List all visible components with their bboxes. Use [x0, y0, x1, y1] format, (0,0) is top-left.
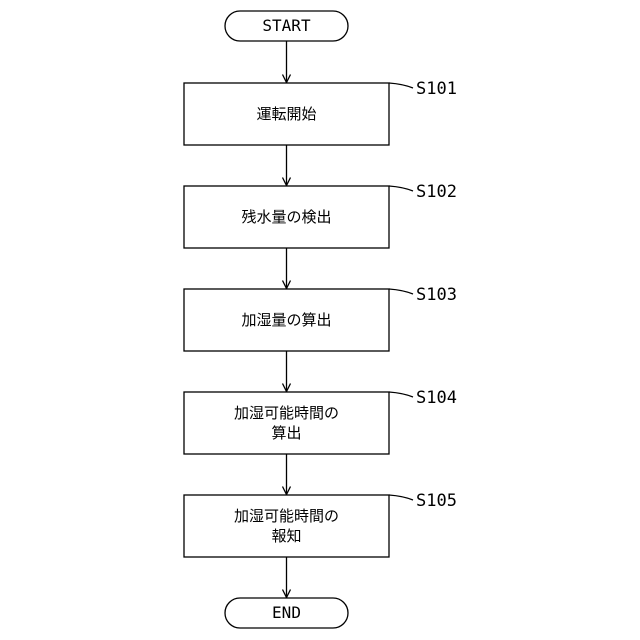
process-step-s102: 残水量の検出 S102 — [184, 182, 457, 248]
step-id-leader — [389, 495, 413, 500]
end-terminal: END — [225, 598, 348, 628]
step-id-leader — [389, 83, 413, 88]
process-text-line: 加湿可能時間の — [234, 404, 339, 422]
process-text-line: 残水量の検出 — [241, 208, 331, 226]
step-id-label: S105 — [416, 491, 457, 511]
step-id-label: S104 — [416, 388, 457, 408]
process-text-line: 加湿量の算出 — [241, 311, 331, 329]
process-text-line: 加湿可能時間の — [234, 507, 339, 525]
step-id-label: S103 — [416, 285, 457, 305]
process-steps: 運転開始 S101 残水量の検出 S102 加湿量の算出 S103 加湿可能時間の算出 S10… — [184, 79, 457, 557]
start-terminal: START — [225, 11, 348, 41]
process-text-line: 報知 — [271, 527, 301, 545]
process-step-s105: 加湿可能時間の報知 S105 — [184, 491, 457, 557]
process-step-s104: 加湿可能時間の算出 S104 — [184, 388, 457, 454]
process-text-line: 算出 — [271, 424, 301, 442]
process-box — [184, 495, 389, 557]
step-id-label: S102 — [416, 182, 457, 202]
start-label: START — [262, 16, 311, 35]
step-id-leader — [389, 289, 413, 294]
step-id-leader — [389, 186, 413, 191]
process-box — [184, 392, 389, 454]
step-id-label: S101 — [416, 79, 457, 99]
process-text-line: 運転開始 — [256, 105, 316, 123]
process-step-s103: 加湿量の算出 S103 — [184, 285, 457, 351]
process-step-s101: 運転開始 S101 — [184, 79, 457, 145]
step-id-leader — [389, 392, 413, 397]
end-label: END — [272, 603, 301, 622]
